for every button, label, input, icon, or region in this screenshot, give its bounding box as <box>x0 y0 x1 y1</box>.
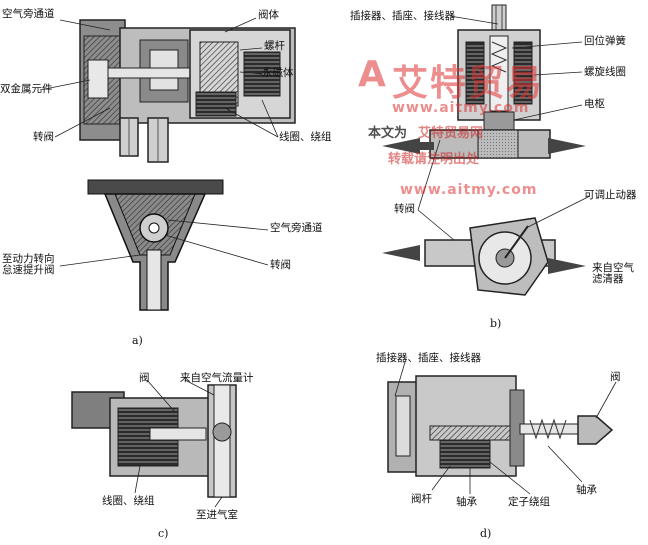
label-a-screw: 螺杆 <box>264 40 285 52</box>
watermark-url-bottom: www.aitmy.com <box>400 182 538 198</box>
panel-a-top-valve <box>79 19 296 163</box>
panel-d-valve <box>387 375 614 477</box>
label-a-magnet: 永磁体 <box>262 67 294 79</box>
caption-b: b) <box>490 317 502 330</box>
caption-a: a) <box>132 334 143 347</box>
label-d-valve: 阀 <box>610 371 621 383</box>
panel-b-bottom-valve <box>382 217 586 296</box>
panel-a-leaders <box>39 17 279 267</box>
label-c-from-airflow-meter: 来自空气流量计 <box>180 372 254 384</box>
watermark-logo-letter: A <box>358 54 388 95</box>
label-a-to-power-steering: 至动力转向 怠速提升阀 <box>2 253 55 276</box>
watermark-note-prefix: 本文为 <box>368 126 408 141</box>
label-c-valve: 阀 <box>139 372 150 384</box>
label-b-adjustable-stop: 可调止动器 <box>584 189 637 201</box>
label-b-connector: 插接器、插座、接线器 <box>350 10 455 22</box>
watermark-logo-text: 艾特贸易 <box>392 63 545 104</box>
panel-c-valve <box>71 384 237 498</box>
caption-c: c) <box>158 527 169 540</box>
label-a-rotary-valve-top: 转阀 <box>33 131 54 143</box>
label-d-connector: 插接器、插座、接线器 <box>376 352 481 364</box>
panel-b-top-valve <box>429 4 551 159</box>
label-b-from-air-cleaner: 来自空气 滤清器 <box>592 262 634 285</box>
label-a-bypass-bottom: 空气旁通道 <box>270 222 323 234</box>
label-c-coil: 线圈、绕组 <box>102 495 155 507</box>
caption-d: d) <box>480 527 492 540</box>
label-a-valve-body: 阀体 <box>258 9 279 21</box>
label-b-armature: 电枢 <box>584 98 605 110</box>
panel-c-leaders <box>134 379 223 508</box>
label-b-rotary-valve: 转阀 <box>394 203 415 215</box>
label-a-bypass-top: 空气旁通道 <box>2 8 55 20</box>
label-a-rotary-valve-bottom: 转阀 <box>270 259 291 271</box>
label-b-return-spring: 回位弹簧 <box>584 35 626 47</box>
label-d-stator-winding: 定子绕组 <box>508 496 550 508</box>
watermark-note-highlight: 艾特贸易网 <box>418 126 484 141</box>
panel-d-leaders <box>394 361 617 495</box>
label-b-solenoid: 螺旋线圈 <box>584 66 626 78</box>
label-d-bearing-bottom: 轴承 <box>456 496 477 508</box>
watermark-note-line2: 转载请注明出处 <box>388 152 480 167</box>
panel-b-arrows <box>382 138 586 154</box>
panel-a-bottom-section <box>87 179 224 311</box>
label-d-valve-stem: 阀杆 <box>411 493 432 505</box>
label-c-to-intake: 至进气室 <box>196 509 238 521</box>
watermark-url-top: www.aitmy.com <box>392 100 530 116</box>
label-a-coil: 线圈、绕组 <box>279 131 332 143</box>
panel-b-leaders <box>417 15 591 241</box>
label-a-bimetal: 双金属元件 <box>0 83 53 95</box>
label-d-bearing-right: 轴承 <box>576 484 597 496</box>
